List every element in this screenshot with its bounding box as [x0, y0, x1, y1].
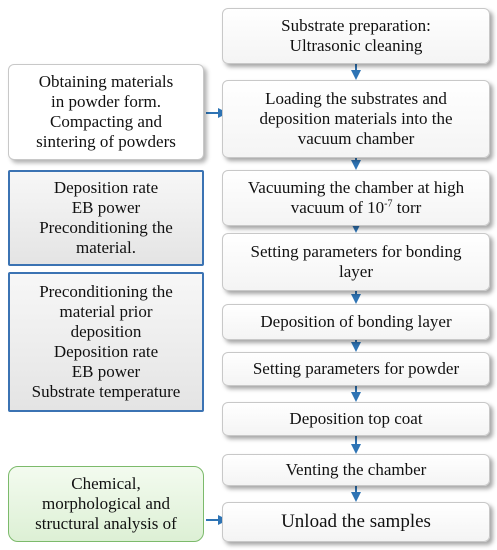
step-6-line-1: Setting parameters for powder [252, 358, 460, 378]
step-loading-substrates: Loading the substrates and deposition ma… [222, 80, 490, 158]
note-4-line-1: Chemical, [71, 473, 141, 493]
step-unload-samples: Unload the samples [222, 502, 490, 542]
note-3-line-4: Deposition rate [53, 342, 159, 361]
note-2-line-2: EB power [71, 197, 141, 217]
step-3-line-2-unit: torr [392, 198, 422, 217]
note-4-line-2: morphological and [42, 493, 170, 513]
step-3-line-2-text: vacuum of 10 [290, 198, 385, 217]
step-deposition-bonding-layer: Deposition of bonding layer [222, 304, 490, 340]
note-3-line-1: Preconditioning the [39, 281, 173, 301]
step-2-line-2: deposition materials into the [259, 108, 453, 128]
step-4-line-1: Setting parameters for bonding [250, 241, 462, 261]
step-7-line-1: Deposition top coat [289, 408, 423, 428]
note-2-line-3: Preconditioning the [39, 218, 173, 237]
note-top-coat-parameters: Preconditioning the material prior depos… [8, 272, 204, 412]
note-1-line-2: in powder form. [50, 91, 161, 111]
note-3-line-6: Substrate temperature [31, 382, 181, 402]
note-obtaining-materials: Obtaining materials in powder form. Comp… [8, 64, 204, 160]
note-2-line-4: material. [76, 238, 136, 258]
note-1-line-1: Obtaining materials [38, 71, 174, 91]
step-1-line-1: Substrate preparation: [281, 15, 431, 35]
step-1-line-2: Ultrasonic cleaning [289, 36, 423, 55]
step-3-line-1: Vacuuming the chamber at high [247, 177, 465, 197]
step-deposition-top-coat: Deposition top coat [222, 402, 490, 436]
step-2-line-3: vacuum chamber [297, 129, 415, 149]
step-substrate-preparation: Substrate preparation: Ultrasonic cleani… [222, 8, 490, 64]
note-3-line-3: deposition [70, 321, 142, 341]
note-deposition-parameters: Deposition rate EB power Preconditioning… [8, 170, 204, 266]
note-1-line-4: sintering of powders [36, 132, 176, 152]
step-5-line-1: Deposition of bonding layer [260, 311, 452, 331]
step-setting-powder-parameters: Setting parameters for powder [222, 352, 490, 386]
note-2-line-1: Deposition rate [53, 177, 159, 197]
note-1-line-3: Compacting and [50, 112, 162, 131]
step-9-line-1: Unload the samples [281, 510, 431, 532]
step-2-line-1: Loading the substrates and [265, 88, 447, 108]
step-3-exponent: -7 [384, 198, 393, 210]
step-setting-bonding-parameters: Setting parameters for bonding layer [222, 233, 490, 291]
step-vacuuming-chamber: Vacuuming the chamber at high vacuum of … [222, 170, 490, 226]
note-3-line-5: EB power [71, 362, 141, 382]
note-chemical-analysis: Chemical, morphological and structural a… [8, 466, 204, 542]
step-8-line-1: Venting the chamber [285, 459, 427, 479]
step-venting-chamber: Venting the chamber [222, 454, 490, 486]
note-4-line-3: structural analysis of [35, 514, 177, 534]
step-4-line-2: layer [339, 262, 373, 281]
step-3-line-2: vacuum of 10-7 torr [291, 198, 422, 218]
note-3-line-2: material prior [59, 301, 153, 321]
